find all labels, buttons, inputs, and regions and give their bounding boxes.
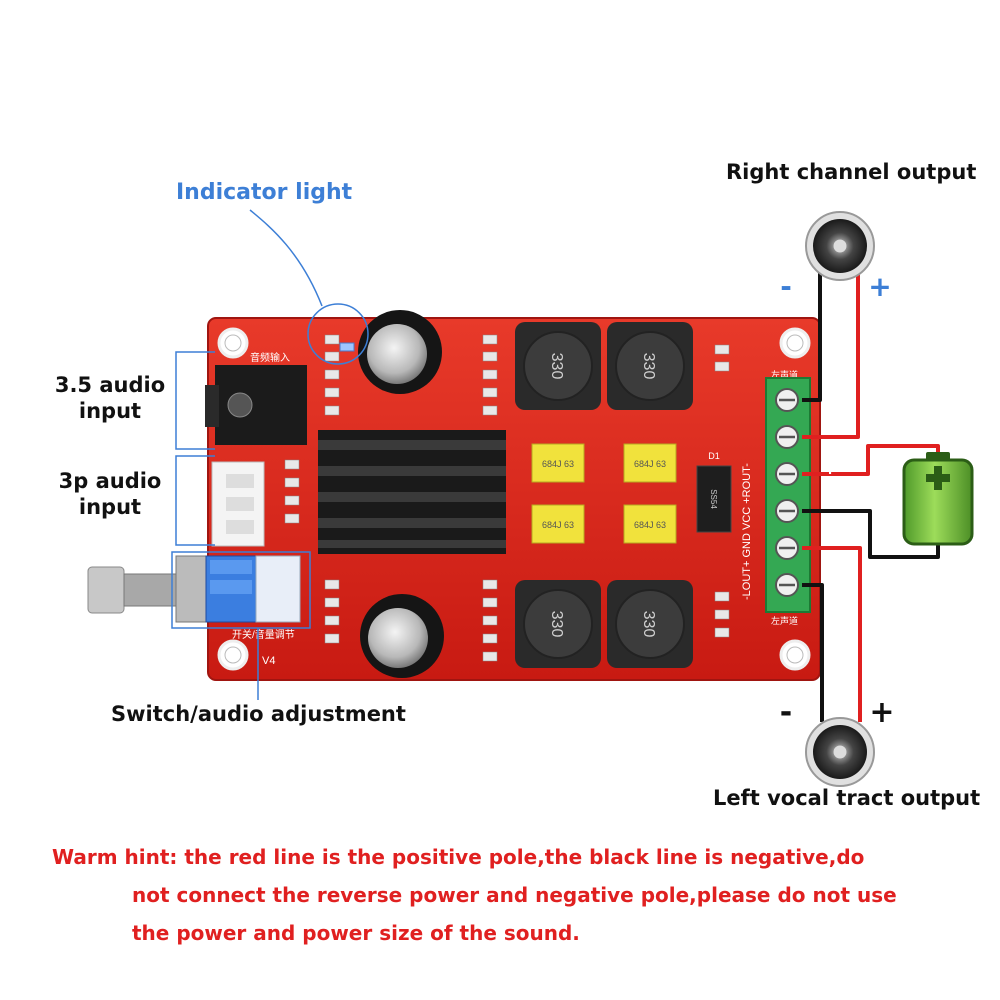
right-channel-output-label: Right channel output	[726, 160, 977, 184]
switch-adjust-label: Switch/audio adjustment	[111, 702, 406, 726]
hint-line-1: Warm hint: the red line is the positive …	[52, 845, 865, 869]
smd-components	[284, 334, 730, 662]
pcb-board: 330 330 330 330 684J 63 684J 63 684J 63 …	[87, 310, 821, 681]
hint-line-2: not connect the reverse power and negati…	[132, 883, 897, 907]
speaker-right	[805, 211, 875, 281]
film-cap-label: 684J 63	[542, 459, 574, 469]
audio-input-35-label: 3.5 audio input	[54, 373, 166, 423]
potentiometer	[87, 555, 301, 623]
audio-jack-35	[205, 365, 307, 445]
annotation-brackets	[171, 209, 369, 700]
diode-d1: D1 SS54	[696, 451, 732, 533]
power-minus-mark: -	[826, 518, 833, 539]
left-vocal-tract-output-label: Left vocal tract output	[713, 786, 981, 810]
top-channel-silk: 左声道	[771, 369, 798, 380]
film-cap-label: 684J 63	[634, 459, 666, 469]
audio-input-3p-label: 3p audio input	[58, 469, 162, 519]
right-plus-mark: +	[868, 270, 891, 303]
film-cap-label: 684J 63	[634, 520, 666, 530]
power-negative-wire	[802, 509, 940, 559]
right-positive-wire	[802, 270, 860, 439]
terminal-silk: -LOUT+ GND VCC +ROUT-	[741, 463, 753, 600]
mounting-holes	[217, 327, 811, 671]
hint-line-3: the power and power size of the sound.	[132, 921, 580, 945]
inductor-label: 330	[548, 611, 565, 638]
indicator-led	[339, 342, 355, 352]
inductors: 330 330 330 330	[515, 322, 693, 668]
speaker-left	[805, 717, 875, 787]
diode-label: D1	[708, 451, 720, 461]
right-minus-mark: -	[780, 270, 792, 303]
bottom-channel-silk: 左声道	[771, 615, 798, 626]
power-positive-wire	[802, 444, 940, 476]
film-cap-label: 684J 63	[542, 520, 574, 530]
inductor-label: 330	[640, 611, 657, 638]
left-positive-wire	[802, 546, 862, 722]
power-plus-mark: +	[822, 458, 837, 479]
inductor-label: 330	[548, 353, 565, 380]
left-negative-wire	[802, 583, 824, 722]
inductor-label: 330	[640, 353, 657, 380]
left-minus-mark: -	[780, 695, 792, 730]
right-negative-wire	[802, 270, 822, 402]
wiring	[802, 270, 940, 722]
electrolytic-capacitor-bottom	[360, 594, 444, 678]
indicator-light-label: Indicator light	[176, 180, 353, 205]
heatsink	[318, 430, 506, 554]
electrolytic-capacitor-top	[358, 310, 442, 394]
switch-silk: 开关/音量调节	[232, 628, 295, 641]
audio-in-silk: 音频输入	[250, 351, 290, 364]
diode-code: SS54	[709, 489, 718, 509]
terminal-block	[765, 377, 811, 613]
battery-icon	[902, 452, 974, 546]
version-silk: V4	[262, 655, 275, 667]
film-capacitors: 684J 63 684J 63 684J 63 684J 63	[531, 443, 677, 544]
connector-3p	[211, 461, 265, 547]
left-plus-mark: +	[869, 695, 894, 730]
